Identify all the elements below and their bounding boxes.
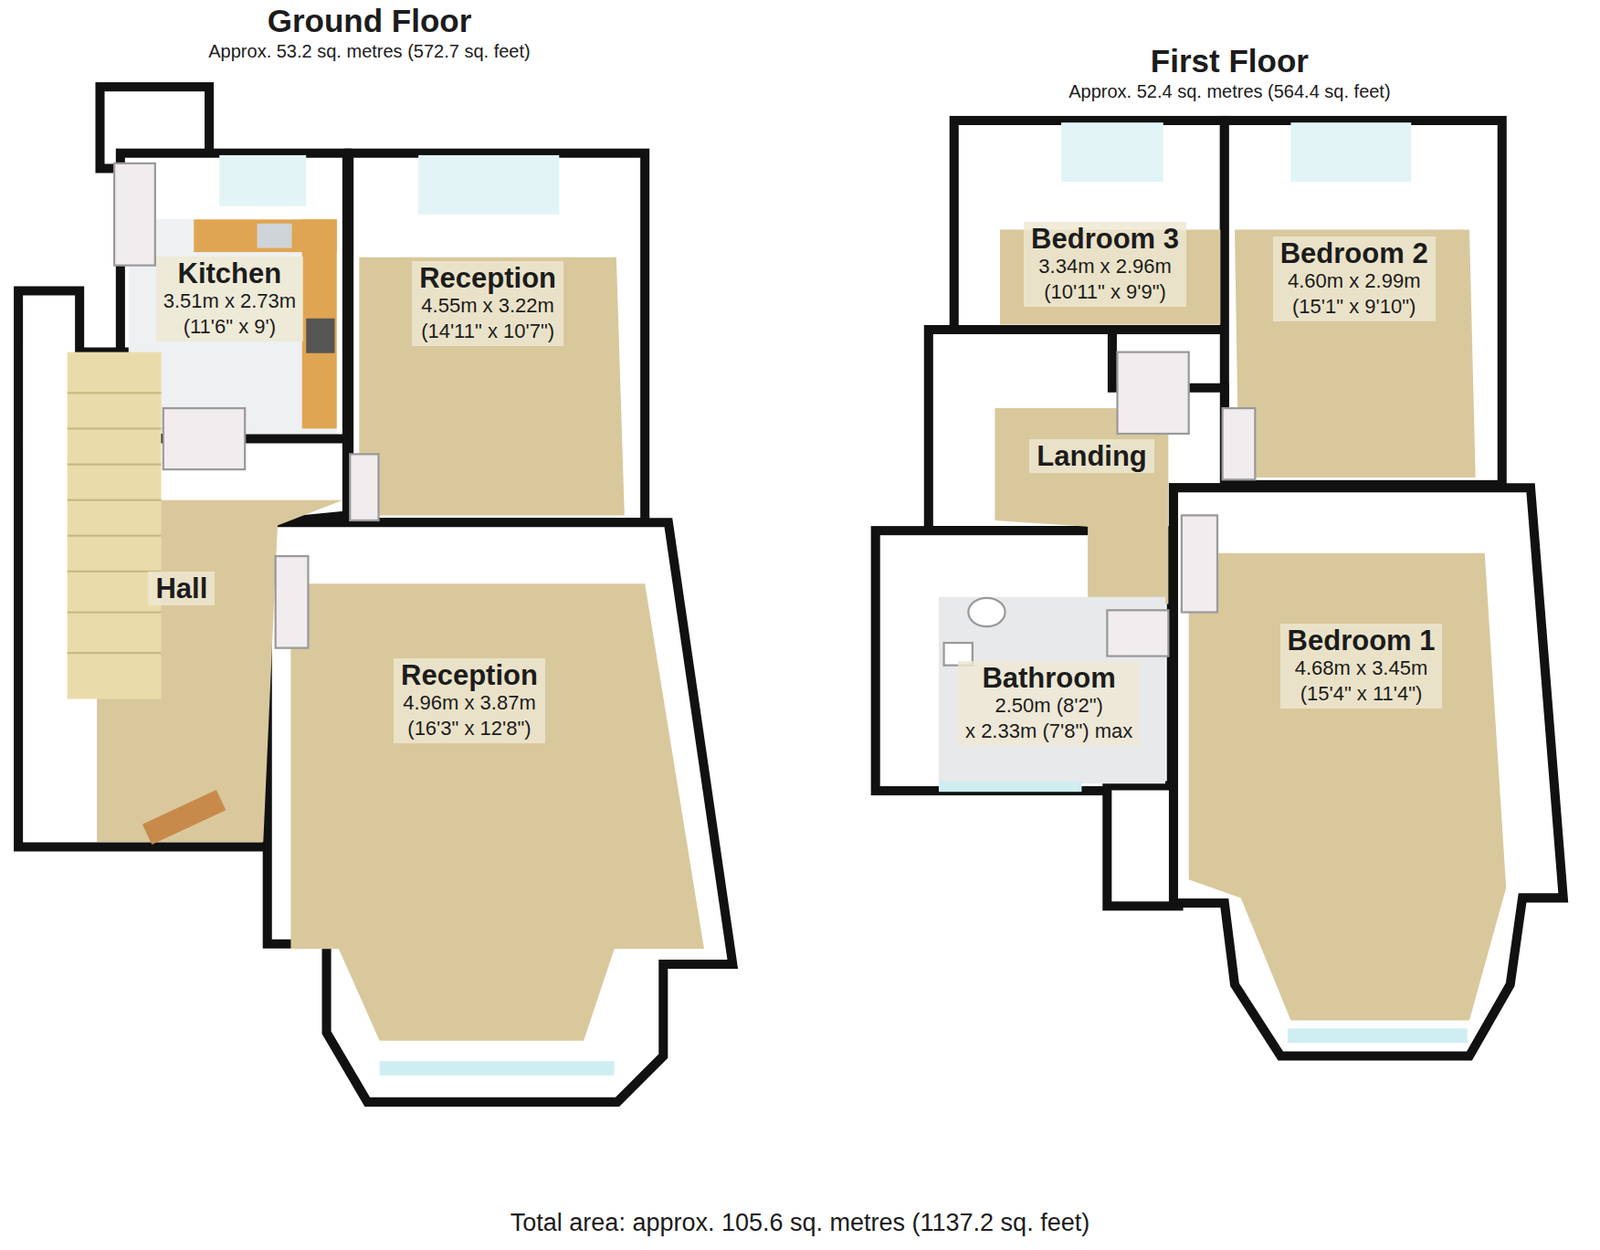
room-dimensions: (16'3" x 12'8") [400,715,538,742]
plan-shape [67,427,162,430]
door [163,408,245,470]
room-name: Reception [419,263,557,294]
window [418,155,559,215]
landing-floor [994,408,1169,605]
room-dimensions: (10'11" x 9'9") [1031,279,1179,306]
room-name: Reception [400,660,538,691]
room-dimensions: 2.50m (8'2") [965,693,1133,719]
room-name: Bedroom 2 [1280,238,1429,269]
plan-shape [67,391,162,394]
room-name: Bathroom [965,663,1133,694]
window [938,781,1082,792]
reception-back-floor [358,257,625,516]
floor-area: Approx. 53.2 sq. metres (572.7 sq. feet) [0,39,739,64]
room-dimensions: 3.34m x 2.96m [1031,253,1179,280]
room-dimensions: x 2.33m (7'8") max [965,718,1133,745]
floor-area: Approx. 52.4 sq. metres (564.4 sq. feet) [867,79,1592,104]
door [114,163,156,266]
door [1222,408,1256,480]
plan-shape [18,86,1564,1103]
plan-shape [67,463,162,465]
room-label: Reception4.96m x 3.87m(16'3" x 12'8") [393,658,546,744]
room-dimensions: (15'1" x 9'10") [1280,294,1429,320]
hob [305,318,335,354]
bedroom3-wall [954,120,1225,330]
plan-shape [67,610,162,613]
plan-shape [67,570,162,573]
bedroom1-wall [1173,487,1564,1056]
cupboard-wall [1106,785,1179,906]
floor-plan: Ground FloorApprox. 53.2 sq. metres (572… [0,2,739,1110]
room-label: Bathroom2.50m (8'2")x 2.33m (7'8") max [957,661,1140,747]
reception-front-wall [267,522,734,1103]
door [1181,515,1218,612]
stair-treads [67,392,162,653]
front-door [142,789,226,845]
window [219,155,306,207]
room-name: Hall [155,573,208,604]
room-label: Kitchen3.51m x 2.73m(11'6" x 9') [156,256,305,342]
sink [257,223,293,249]
room-name: Landing [1036,441,1148,472]
room-dimensions: (14'11" x 10'7") [419,318,557,345]
door [1106,610,1169,656]
room-label: Hall [147,571,215,606]
room-name: Kitchen [163,258,297,289]
window [1287,1028,1468,1043]
room-name: Bedroom 1 [1287,625,1436,656]
room-dimensions: 4.68m x 3.45m [1287,655,1436,682]
plan-shape [67,499,162,502]
window [379,1061,615,1076]
reception-front-floor [290,583,705,1042]
floor-title: Ground Floor [0,2,739,40]
bedroom2-floor [1234,230,1476,479]
door [349,453,379,521]
plan-shape [67,122,1506,1076]
room-dimensions: (15'4" x 11'4") [1287,681,1436,707]
bedroom1-floor [1189,553,1506,1022]
door [275,556,309,649]
room-dimensions: 4.60m x 2.99m [1280,268,1429,295]
room-label: Bedroom 33.34m x 2.96m(10'11" x 9'9") [1023,221,1187,307]
window [1061,122,1164,182]
plan-shape [67,535,162,537]
door [1116,352,1189,434]
room-label: Bedroom 24.60m x 2.99m(15'1" x 9'10") [1273,236,1436,322]
room-dimensions: (11'6" x 9') [163,314,297,340]
floor-plan: First FloorApprox. 52.4 sq. metres (564.… [867,42,1592,1074]
worktop [302,219,337,429]
plan-shape [67,352,162,700]
room-dimensions: 4.96m x 3.87m [400,690,538,716]
reception-back-wall [348,153,645,523]
room-label: Reception4.55m x 3.22m(14'11" x 10'7") [411,261,564,347]
toilet [968,598,1005,627]
room-label: Bedroom 14.68m x 3.45m(15'4" x 11'4") [1280,623,1443,709]
plan-shape [67,652,162,654]
floor-title: First Floor [867,42,1592,80]
bedroom2-wall [1224,120,1503,485]
window [1290,122,1411,182]
room-dimensions: 3.51m x 2.73m [163,288,297,315]
total-area-caption: Total area: approx. 105.6 sq. metres (11… [0,1208,1600,1238]
stairs [67,352,162,700]
room-dimensions: 4.55m x 3.22m [419,293,557,319]
room-label: Landing [1029,439,1155,474]
room-name: Bedroom 3 [1031,223,1179,254]
